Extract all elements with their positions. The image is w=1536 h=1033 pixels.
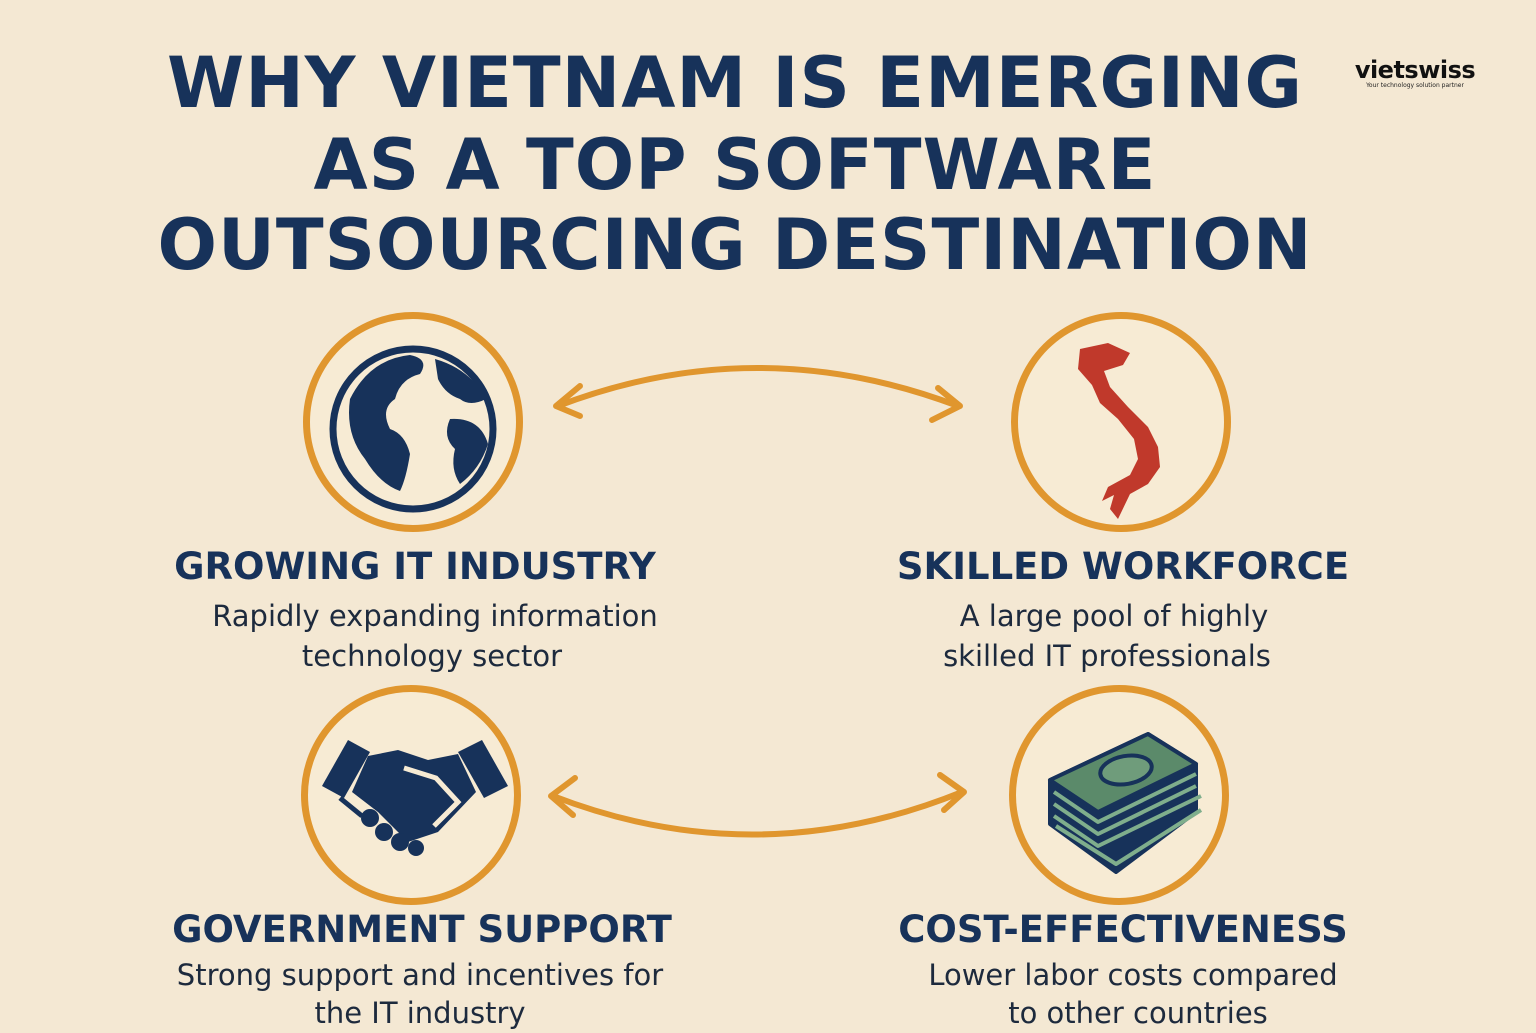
desc-line-1: Strong support and incentives for — [176, 958, 664, 992]
desc-line-2: technology sector — [301, 639, 563, 673]
logo-name: vietswiss — [1354, 56, 1476, 84]
desc-line-2: the IT industry — [314, 996, 526, 1030]
vietnam-map-icon — [1078, 343, 1160, 519]
globe-circle — [303, 312, 523, 532]
logo-tagline: Your technology solution partner — [1366, 82, 1464, 89]
map-circle — [1011, 312, 1231, 532]
desc-line-1: A large pool of highly — [959, 599, 1269, 633]
top-double-arrow — [555, 365, 961, 409]
title-line-1: WHY VIETNAM IS EMERGING — [167, 42, 1303, 124]
desc-line-2: to other countries — [1008, 996, 1268, 1030]
title-line-2: AS A TOP SOFTWARE — [313, 124, 1157, 206]
desc-line-2: skilled IT professionals — [943, 639, 1271, 673]
money-stack-icon — [1048, 732, 1203, 874]
desc-line-1: Lower labor costs compared — [928, 958, 1338, 992]
globe-icon — [329, 345, 497, 513]
desc-line-1: Rapidly expanding information — [212, 599, 658, 633]
vietswiss-logo: vietswiss Your technology solution partn… — [1345, 56, 1485, 89]
title-line-3: OUTSOURCING DESTINATION — [157, 204, 1313, 286]
bottom-double-arrow — [550, 789, 965, 838]
heading-government-support: GOVERNMENT SUPPORT — [172, 908, 672, 951]
heading-skilled-workforce: SKILLED WORKFORCE — [896, 545, 1350, 588]
heading-cost-effectiveness: COST-EFFECTIVENESS — [898, 908, 1348, 951]
heading-growing-it-industry: GROWING IT INDUSTRY — [174, 545, 656, 588]
money-circle — [1009, 685, 1229, 905]
handshake-circle — [301, 685, 521, 905]
handshake-icon — [322, 740, 508, 856]
